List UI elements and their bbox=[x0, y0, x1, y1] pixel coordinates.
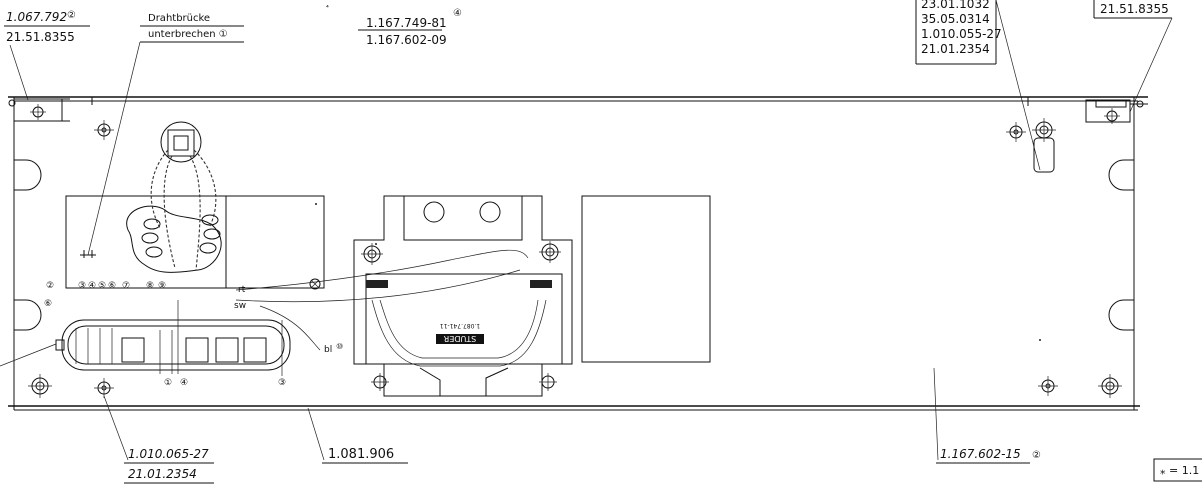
svg-text:⑦: ⑦ bbox=[122, 281, 130, 291]
code-bottom-left: 21.01.2354 bbox=[128, 467, 197, 481]
wiring: rt sw bl ⑩ bbox=[234, 249, 529, 376]
label-top-center: ⁴ 1.167.749-81 ④ 1.167.602-09 bbox=[326, 4, 462, 47]
drahtbruecke-line2: unterbrechen ① bbox=[148, 29, 228, 40]
label-top-right-list: 23.01.1032 35.05.0314 1.010.055-27 21.01… bbox=[915, 0, 1041, 171]
label-top-left: 1.067.792 ② 21.51.8355 bbox=[4, 10, 90, 101]
svg-text:③: ③ bbox=[78, 281, 86, 291]
svg-text:①: ① bbox=[164, 378, 172, 388]
list-item-4: 21.01.2354 bbox=[921, 42, 990, 56]
svg-text:⑧: ⑧ bbox=[146, 281, 154, 291]
label-bottom-right: 1.167.602-15 ② bbox=[936, 447, 1041, 464]
note-top-center: ④ bbox=[453, 8, 462, 19]
terminal-labels: ② ③ ④ ⑤ ⑥ ⑦ ⑧ ⑨ ① ④ ③ ⑥ bbox=[44, 281, 286, 388]
list-item-1: 23.01.1032 bbox=[921, 0, 990, 11]
svg-text:⑥: ⑥ bbox=[44, 299, 52, 309]
list-item-3: 1.010.055-27 bbox=[921, 27, 1002, 41]
switch-block bbox=[0, 300, 291, 374]
svg-text:③: ③ bbox=[278, 378, 286, 388]
wire-sw: sw bbox=[234, 301, 246, 311]
chassis-outline bbox=[8, 96, 1148, 411]
list-item-2: 35.05.0314 bbox=[921, 12, 990, 26]
svg-text:⁴: ⁴ bbox=[326, 4, 329, 12]
label-bottom-left: 1.010.065-27 21.01.2354 bbox=[124, 447, 214, 484]
note-top-left: ② bbox=[67, 10, 76, 21]
center-pcb: STUDER 1.087.741-11 bbox=[353, 195, 573, 397]
note-bottom-right: ② bbox=[1032, 450, 1041, 461]
label-drahtbruecke: Drahtbrücke unterbrechen ① bbox=[87, 13, 244, 256]
wire-bl: bl bbox=[324, 345, 332, 355]
part-top-left: 1.067.792 bbox=[6, 10, 67, 24]
part-top-center-2: 1.167.602-09 bbox=[366, 33, 447, 47]
label-top-right: 21.51.8355 bbox=[1093, 0, 1173, 113]
part-bottom-left: 1.010.065-27 bbox=[128, 447, 209, 461]
svg-text:⑤: ⑤ bbox=[98, 281, 106, 291]
code-top-right: 21.51.8355 bbox=[1100, 2, 1169, 16]
svg-text:④: ④ bbox=[88, 281, 96, 291]
svg-text:⑩: ⑩ bbox=[336, 342, 343, 351]
jack-connectors bbox=[141, 214, 221, 258]
label-bottom-center: 1.081.906 bbox=[322, 447, 408, 464]
pcb-number: 1.087.741-11 bbox=[440, 322, 481, 329]
svg-text:⑥: ⑥ bbox=[108, 281, 116, 291]
drahtbruecke-line1: Drahtbrücke bbox=[148, 13, 210, 24]
bracket-right bbox=[1085, 99, 1148, 124]
part-bottom-right: 1.167.602-15 bbox=[940, 447, 1021, 461]
part-top-center: 1.167.749-81 bbox=[366, 16, 447, 30]
svg-text:④: ④ bbox=[180, 378, 188, 388]
scale-text: ⁎ = 1.1 bbox=[1160, 464, 1199, 477]
component-outline bbox=[581, 195, 711, 363]
svg-text:⑨: ⑨ bbox=[158, 281, 166, 291]
svg-text:②: ② bbox=[46, 281, 54, 291]
part-bottom-center: 1.081.906 bbox=[328, 447, 394, 462]
fixing-holes bbox=[28, 118, 1122, 398]
left-board bbox=[65, 121, 325, 290]
code-top-left: 21.51.8355 bbox=[6, 30, 75, 44]
wire-rt: rt bbox=[238, 285, 246, 295]
pcb-brand: STUDER bbox=[443, 334, 476, 343]
bracket-left bbox=[8, 98, 70, 122]
scale-box: ⁎ = 1.1 bbox=[1153, 458, 1202, 482]
